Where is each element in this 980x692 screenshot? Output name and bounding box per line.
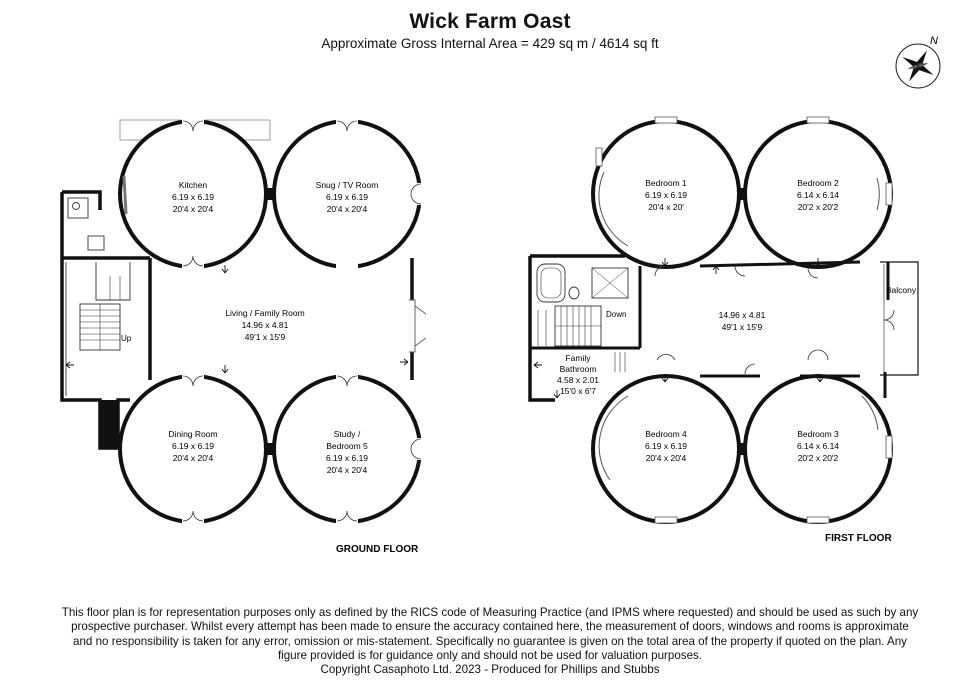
bedroom3-name: Bedroom 3: [797, 429, 839, 439]
study-roundel: [272, 371, 424, 526]
study-name: Study /: [334, 429, 361, 439]
bedroom4-metric: 6.19 x 6.19: [645, 441, 687, 451]
copyright-text: Copyright Casaphoto Ltd. 2023 - Produced…: [320, 663, 660, 677]
compass-icon: N: [895, 35, 941, 89]
first-floor-plan: Down: [528, 116, 919, 544]
bathroom-name: Family: [565, 353, 591, 363]
dining-roundel: [118, 371, 268, 526]
study-metric: 6.19 x 6.19: [326, 453, 368, 463]
kitchen-imperial: 20'4 x 20'4: [173, 204, 214, 214]
page-subtitle: Approximate Gross Internal Area = 429 sq…: [321, 36, 659, 51]
bedroom2-imperial: 20'2 x 20'2: [798, 202, 839, 212]
landing-imperial: 49'1 x 15'9: [722, 322, 763, 332]
bathroom-metric: 4.58 x 2.01: [557, 375, 599, 385]
bedroom3-imperial: 20'2 x 20'2: [798, 453, 839, 463]
snug-name: Snug / TV Room: [316, 180, 379, 190]
bedroom3-metric: 6.14 x 6.14: [797, 441, 839, 451]
dining-imperial: 20'4 x 20'4: [173, 453, 214, 463]
bathroom-name-line2: Bathroom: [560, 364, 597, 374]
snug-imperial: 20'4 x 20'4: [327, 204, 368, 214]
bedroom4-imperial: 20'4 x 20'4: [646, 453, 687, 463]
bedroom1-imperial: 20'4 x 20': [648, 202, 684, 212]
living-name: Living / Family Room: [225, 308, 304, 318]
dining-name: Dining Room: [168, 429, 217, 439]
living-metric: 14.96 x 4.81: [242, 320, 289, 330]
ground-floor-plan: Up: [60, 116, 427, 555]
balcony: [880, 261, 919, 376]
page-title: Wick Farm Oast: [409, 10, 571, 33]
bathroom-imperial: 15'0 x 6'7: [560, 386, 596, 396]
dining-metric: 6.19 x 6.19: [172, 441, 214, 451]
ground-room-labels: Kitchen 6.19 x 6.19 20'4 x 20'4 Snug / T…: [168, 180, 378, 475]
landing-metric: 14.96 x 4.81: [719, 310, 766, 320]
bedroom2-name: Bedroom 2: [797, 178, 839, 188]
first-stairs-down-label: Down: [606, 310, 626, 319]
living-imperial: 49'1 x 15'9: [245, 332, 286, 342]
ground-floor-label: GROUND FLOOR: [336, 544, 419, 555]
bedroom4-name: Bedroom 4: [645, 429, 687, 439]
compass-north-label: N: [930, 35, 938, 47]
bedroom1-metric: 6.19 x 6.19: [645, 190, 687, 200]
snug-metric: 6.19 x 6.19: [326, 192, 368, 202]
study-imperial: 20'4 x 20'4: [327, 465, 368, 475]
bedroom1-name: Bedroom 1: [645, 178, 687, 188]
balcony-label: Balcony: [886, 285, 917, 295]
kitchen-metric: 6.19 x 6.19: [172, 192, 214, 202]
kitchen-roundel: [118, 116, 268, 270]
first-stairs: [537, 305, 602, 347]
bedroom2-metric: 6.14 x 6.14: [797, 190, 839, 200]
floor-plan-drawing: N Up: [60, 35, 941, 555]
snug-roundel: [272, 116, 424, 270]
disclaimer-text: This floor plan is for representation pu…: [61, 606, 919, 662]
kitchen-name: Kitchen: [179, 180, 208, 190]
first-room-labels: Bedroom 1 6.19 x 6.19 20'4 x 20' Bedroom…: [557, 178, 917, 463]
ground-stairs: [79, 276, 121, 351]
bedroom1-roundel: [591, 116, 741, 277]
first-floor-label: FIRST FLOOR: [825, 533, 892, 544]
ground-stairs-up-label: Up: [121, 334, 132, 343]
study-name-line2: Bedroom 5: [326, 441, 368, 451]
disclaimer-block: This floor plan is for representation pu…: [60, 606, 920, 677]
